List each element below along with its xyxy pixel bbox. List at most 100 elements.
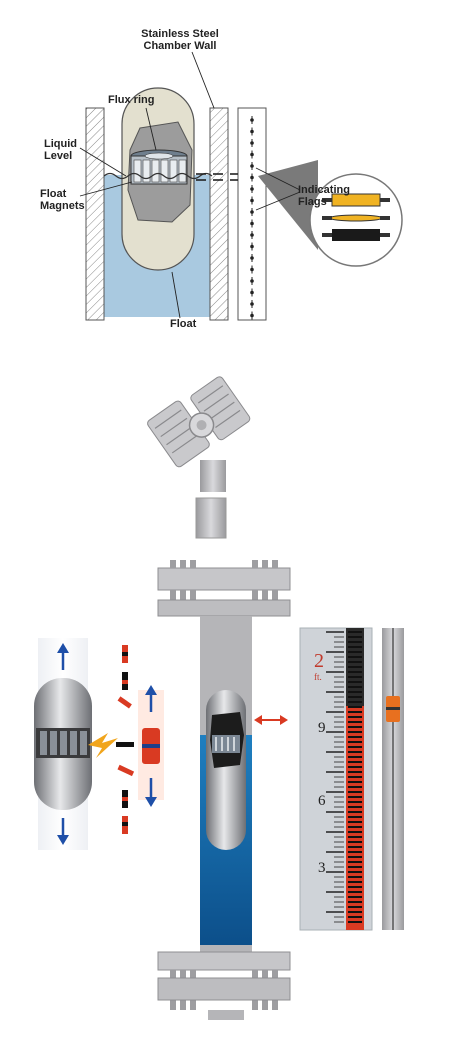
indicator-flags-column [250,116,254,320]
scale-flag [348,731,362,733]
scale-flag [348,826,362,828]
scale-flag [348,651,362,653]
scale-flag [348,666,362,668]
scale-number-6: 6 [318,793,326,810]
scale-flag [348,726,362,728]
label-liquid-level: Liquid Level [44,138,77,162]
chamber-wall-right [209,107,229,321]
scale-flag [348,776,362,778]
scale-flag [348,786,362,788]
scale-flag [348,791,362,793]
scale-flag [348,806,362,808]
label-indicating-flags: Indicating Flags [298,184,350,208]
scale-flag [348,876,362,878]
flag-pivot [250,118,254,122]
leader-lines [79,51,301,319]
label-chamber-wall-text: Stainless Steel Chamber Wall [141,28,219,52]
scale-flag [348,836,362,838]
scale-flag [348,906,362,908]
scale-flag [348,861,362,863]
flag-pivot [250,279,254,283]
up-arrow-icon [57,643,69,670]
liquid-level-line [103,172,213,180]
indicator-shuttle-band [142,744,160,748]
transmitter-neck [200,460,226,492]
scale-flag [348,901,362,903]
scale-flag [348,671,362,673]
scale-ticks [326,631,362,923]
flag-pivot [250,210,254,214]
label-float: Float [170,318,196,330]
flag-pivot [250,233,254,237]
scale-flag [348,781,362,783]
scale-flag [348,891,362,893]
flux-ring-inner [144,152,174,160]
scale-number-3: 3 [318,860,326,877]
label-float-magnets-text: Float Magnets [40,188,85,212]
scale-flag [348,821,362,823]
flag-pivot [250,221,254,226]
label-flux-ring-text: Flux ring [108,94,155,106]
transmitter-head [147,376,251,468]
scale-flag [348,661,362,663]
scale-number-top: 2 [314,650,324,673]
flag-pivot [250,175,254,180]
scale-flag [348,856,362,858]
magnetic-field-lines [196,173,238,181]
top-flange [157,560,291,617]
label-float-magnets: Float Magnets [40,188,85,212]
scale-flag [348,721,362,723]
flag-detail-rotating [322,214,390,222]
scale-flag [348,736,362,738]
scale-flag [348,716,362,718]
flag-detail-black [322,229,390,241]
scale-unit-text: ft. [314,672,322,682]
label-chamber-wall: Stainless Steel Chamber Wall [130,28,230,52]
float-magnets [133,159,187,183]
scale-number-text: 6 [318,793,326,809]
scale-flag [348,851,362,853]
chamber-float [206,690,246,850]
scale-flag [348,741,362,743]
scale-flag [348,711,362,713]
left-float [34,678,92,810]
lightning-bolt-icon [88,733,118,758]
scale-flag [348,676,362,678]
bottom-flange [157,951,291,1020]
flag-pivot [250,290,254,295]
scale-flag [348,881,362,883]
scale-flag [348,686,362,688]
chamber-wall-left [85,107,105,321]
scale-flag [348,636,362,638]
flag-pivot [250,198,254,203]
scale-flag [348,681,362,683]
label-liquid-level-text: Liquid Level [44,138,77,162]
scale-flag [348,866,362,868]
flag-pivot [250,129,254,134]
flag-pivot [250,267,254,272]
flag-pivot [250,164,254,168]
scale-flag [348,706,362,708]
scale-number-text: 2 [314,650,324,672]
scale-flag [348,811,362,813]
label-indicating-flags-text: Indicating Flags [298,184,350,208]
flag-pivot [250,141,254,145]
flag-pivot [250,313,254,318]
scale-number-text: 3 [318,860,326,876]
cutaway-diagram [79,51,403,321]
scale-flag [348,691,362,693]
scale-number-text: 9 [318,720,326,736]
flag-detail-yellow [322,193,390,207]
magnifier-wedge [258,160,318,250]
flag-pivot [250,152,254,157]
flag-pivot [250,187,254,191]
scale-flag [348,921,362,923]
scale-flag [348,871,362,873]
scale-flag [348,846,362,848]
scale-flag [348,771,362,773]
indicator-up-arrow-icon [145,685,157,712]
double-arrow-icon [254,715,288,725]
scale-flag [348,641,362,643]
scale-flag [348,751,362,753]
